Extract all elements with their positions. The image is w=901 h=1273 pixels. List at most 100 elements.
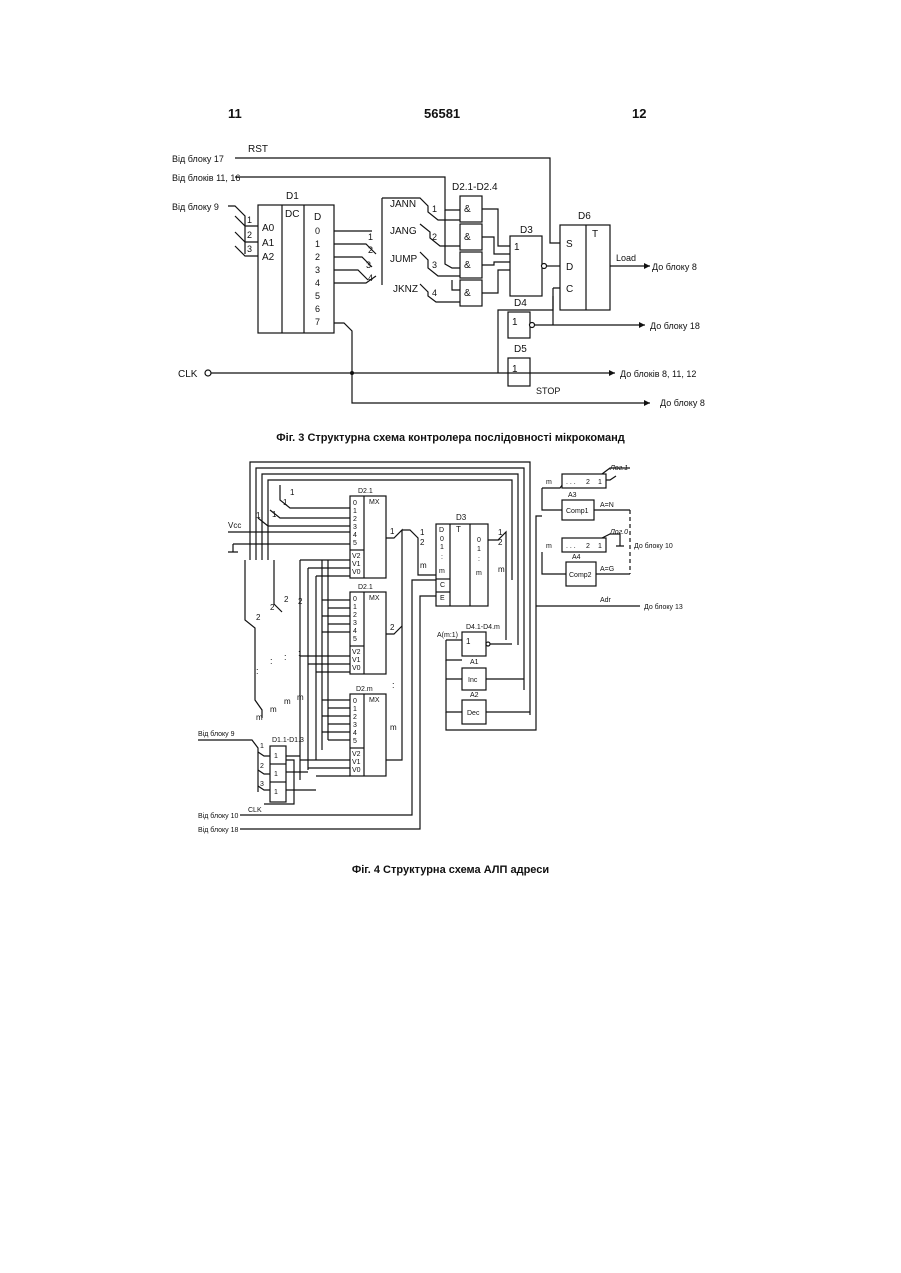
a4-bus-m: m bbox=[546, 543, 552, 550]
from-9-bus bbox=[198, 740, 258, 792]
d1-out-0: 0 bbox=[315, 226, 320, 236]
a3-bus-m: m bbox=[546, 479, 552, 486]
d1-out7-wire bbox=[334, 323, 650, 403]
jang-wire bbox=[420, 224, 460, 246]
d3-reg-out-m: m bbox=[476, 570, 482, 577]
clk-fig4-label: CLK bbox=[248, 807, 262, 814]
d4-a-label: A(m:1) bbox=[437, 632, 458, 639]
stop-label: STOP bbox=[536, 386, 560, 396]
m3-v2: V2 bbox=[352, 751, 361, 758]
d1-d: D bbox=[314, 212, 321, 223]
pin-2: 2 bbox=[247, 230, 252, 240]
d1-fig4-name: D1.1-D1.3 bbox=[272, 737, 304, 744]
and-sym-3: & bbox=[464, 260, 471, 271]
d3-reg-in-m: m bbox=[439, 568, 445, 575]
d6-d: D bbox=[566, 262, 573, 273]
load-label: Load bbox=[616, 253, 636, 263]
m1-v0: V0 bbox=[352, 569, 361, 576]
bus-pin-3: 3 bbox=[366, 260, 371, 270]
vdots-d: : bbox=[298, 648, 301, 658]
d6-c: C bbox=[566, 284, 573, 295]
to-blocks-8-11-12-label: До блоків 8, 11, 12 bbox=[620, 369, 696, 379]
pin-1: 1 bbox=[247, 215, 252, 225]
and-sym-4: & bbox=[464, 288, 471, 299]
jump-jann: JANN bbox=[390, 199, 416, 210]
a4-bus-dots: . . . bbox=[566, 543, 576, 550]
d4-name: D4 bbox=[514, 298, 527, 309]
and-in-3: 3 bbox=[432, 260, 437, 270]
a1-name: A1 bbox=[470, 659, 479, 666]
d3-in-m: m bbox=[420, 561, 427, 570]
d3-reg-e: E bbox=[440, 595, 445, 602]
tap-num-1: 1 bbox=[290, 488, 295, 497]
d1-out-2: 2 bbox=[315, 252, 320, 262]
muxm-in-wires bbox=[322, 700, 350, 740]
d1-name: D1 bbox=[286, 191, 299, 202]
mux3-mx: MX bbox=[369, 697, 380, 704]
fig3-diagram: RST Від блоку 17 Від блоків 11, 16 Від б… bbox=[172, 144, 705, 408]
and-to-or-wires bbox=[482, 209, 510, 293]
from-block-10-label: Від блоку 10 bbox=[198, 812, 238, 820]
d4-one: 1 bbox=[512, 317, 518, 328]
lbl-2a: 2 bbox=[284, 595, 289, 604]
a4-label: Comp2 bbox=[569, 572, 592, 579]
lbl-mb: m bbox=[284, 697, 291, 706]
clk-label: CLK bbox=[178, 369, 198, 380]
to-block-8-label: До блоку 8 bbox=[652, 262, 697, 272]
m1-in-5: 5 bbox=[353, 540, 357, 547]
vdots-c: : bbox=[284, 652, 287, 662]
lbl-2c: 2 bbox=[256, 613, 261, 622]
tap-num-1d: 1 bbox=[256, 511, 261, 520]
d6-t: T bbox=[592, 229, 598, 240]
bus-pin-1: 1 bbox=[368, 232, 373, 242]
a4-bus-two: 2 bbox=[586, 543, 590, 550]
d3-reg-out-dots: : bbox=[478, 556, 480, 563]
bus-pin-2: 2 bbox=[368, 245, 373, 255]
m2-v0: V0 bbox=[352, 665, 361, 672]
d3-in-1: 1 bbox=[420, 528, 425, 537]
bus-left-a bbox=[245, 560, 262, 718]
m3-v0: V0 bbox=[352, 767, 361, 774]
rst-label: RST bbox=[248, 144, 268, 155]
d1-out-4: 4 bbox=[315, 278, 320, 288]
lbl-ma: m bbox=[297, 693, 304, 702]
m3-in-2: 2 bbox=[353, 714, 357, 721]
d1-gates bbox=[270, 746, 286, 802]
d3-reg-d: D bbox=[439, 527, 444, 534]
m1-v2: V2 bbox=[352, 553, 361, 560]
lbl-2d: 2 bbox=[298, 597, 303, 606]
d1-out-1: 1 bbox=[315, 239, 320, 249]
to-block-18-label: До блоку 18 bbox=[650, 321, 700, 331]
d2-and-gates: & & & & bbox=[460, 196, 482, 306]
m2-in-3: 3 bbox=[353, 620, 357, 627]
d3-reg-c: C bbox=[440, 582, 445, 589]
d3-reg-t: T bbox=[456, 525, 461, 534]
m2-v2: V2 bbox=[352, 649, 361, 656]
vdots-a: : bbox=[256, 666, 259, 676]
d3-out-m: m bbox=[498, 565, 505, 574]
a3-out-label: A=N bbox=[600, 502, 614, 509]
m1-in-3: 3 bbox=[353, 524, 357, 531]
jump-wire bbox=[420, 252, 460, 276]
to-block-10-label: До блоку 10 bbox=[634, 542, 673, 550]
d5-name: D5 bbox=[514, 344, 527, 355]
vdots-b: : bbox=[270, 656, 273, 666]
mux2-in-wires bbox=[322, 600, 350, 632]
m3-in-5: 5 bbox=[353, 738, 357, 745]
lbl-mc: m bbox=[270, 705, 277, 714]
a2-label: Dec bbox=[467, 710, 480, 717]
a2-name: A2 bbox=[470, 692, 479, 699]
m2-in-5: 5 bbox=[353, 636, 357, 643]
mux2-mx: MX bbox=[369, 595, 380, 602]
tap-3 bbox=[258, 518, 350, 526]
mux1-mx: MX bbox=[369, 499, 380, 506]
d3-out-1: 1 bbox=[498, 528, 503, 537]
d3-one: 1 bbox=[514, 242, 520, 253]
d3-reg-in-1: 1 bbox=[440, 544, 444, 551]
d1-out-7: 7 bbox=[315, 317, 320, 327]
d1-a2: A2 bbox=[262, 252, 275, 263]
d3-reg-in-dots: : bbox=[441, 554, 443, 561]
and-in-4: 4 bbox=[432, 288, 437, 298]
d1-in-1: 1 bbox=[260, 743, 264, 750]
